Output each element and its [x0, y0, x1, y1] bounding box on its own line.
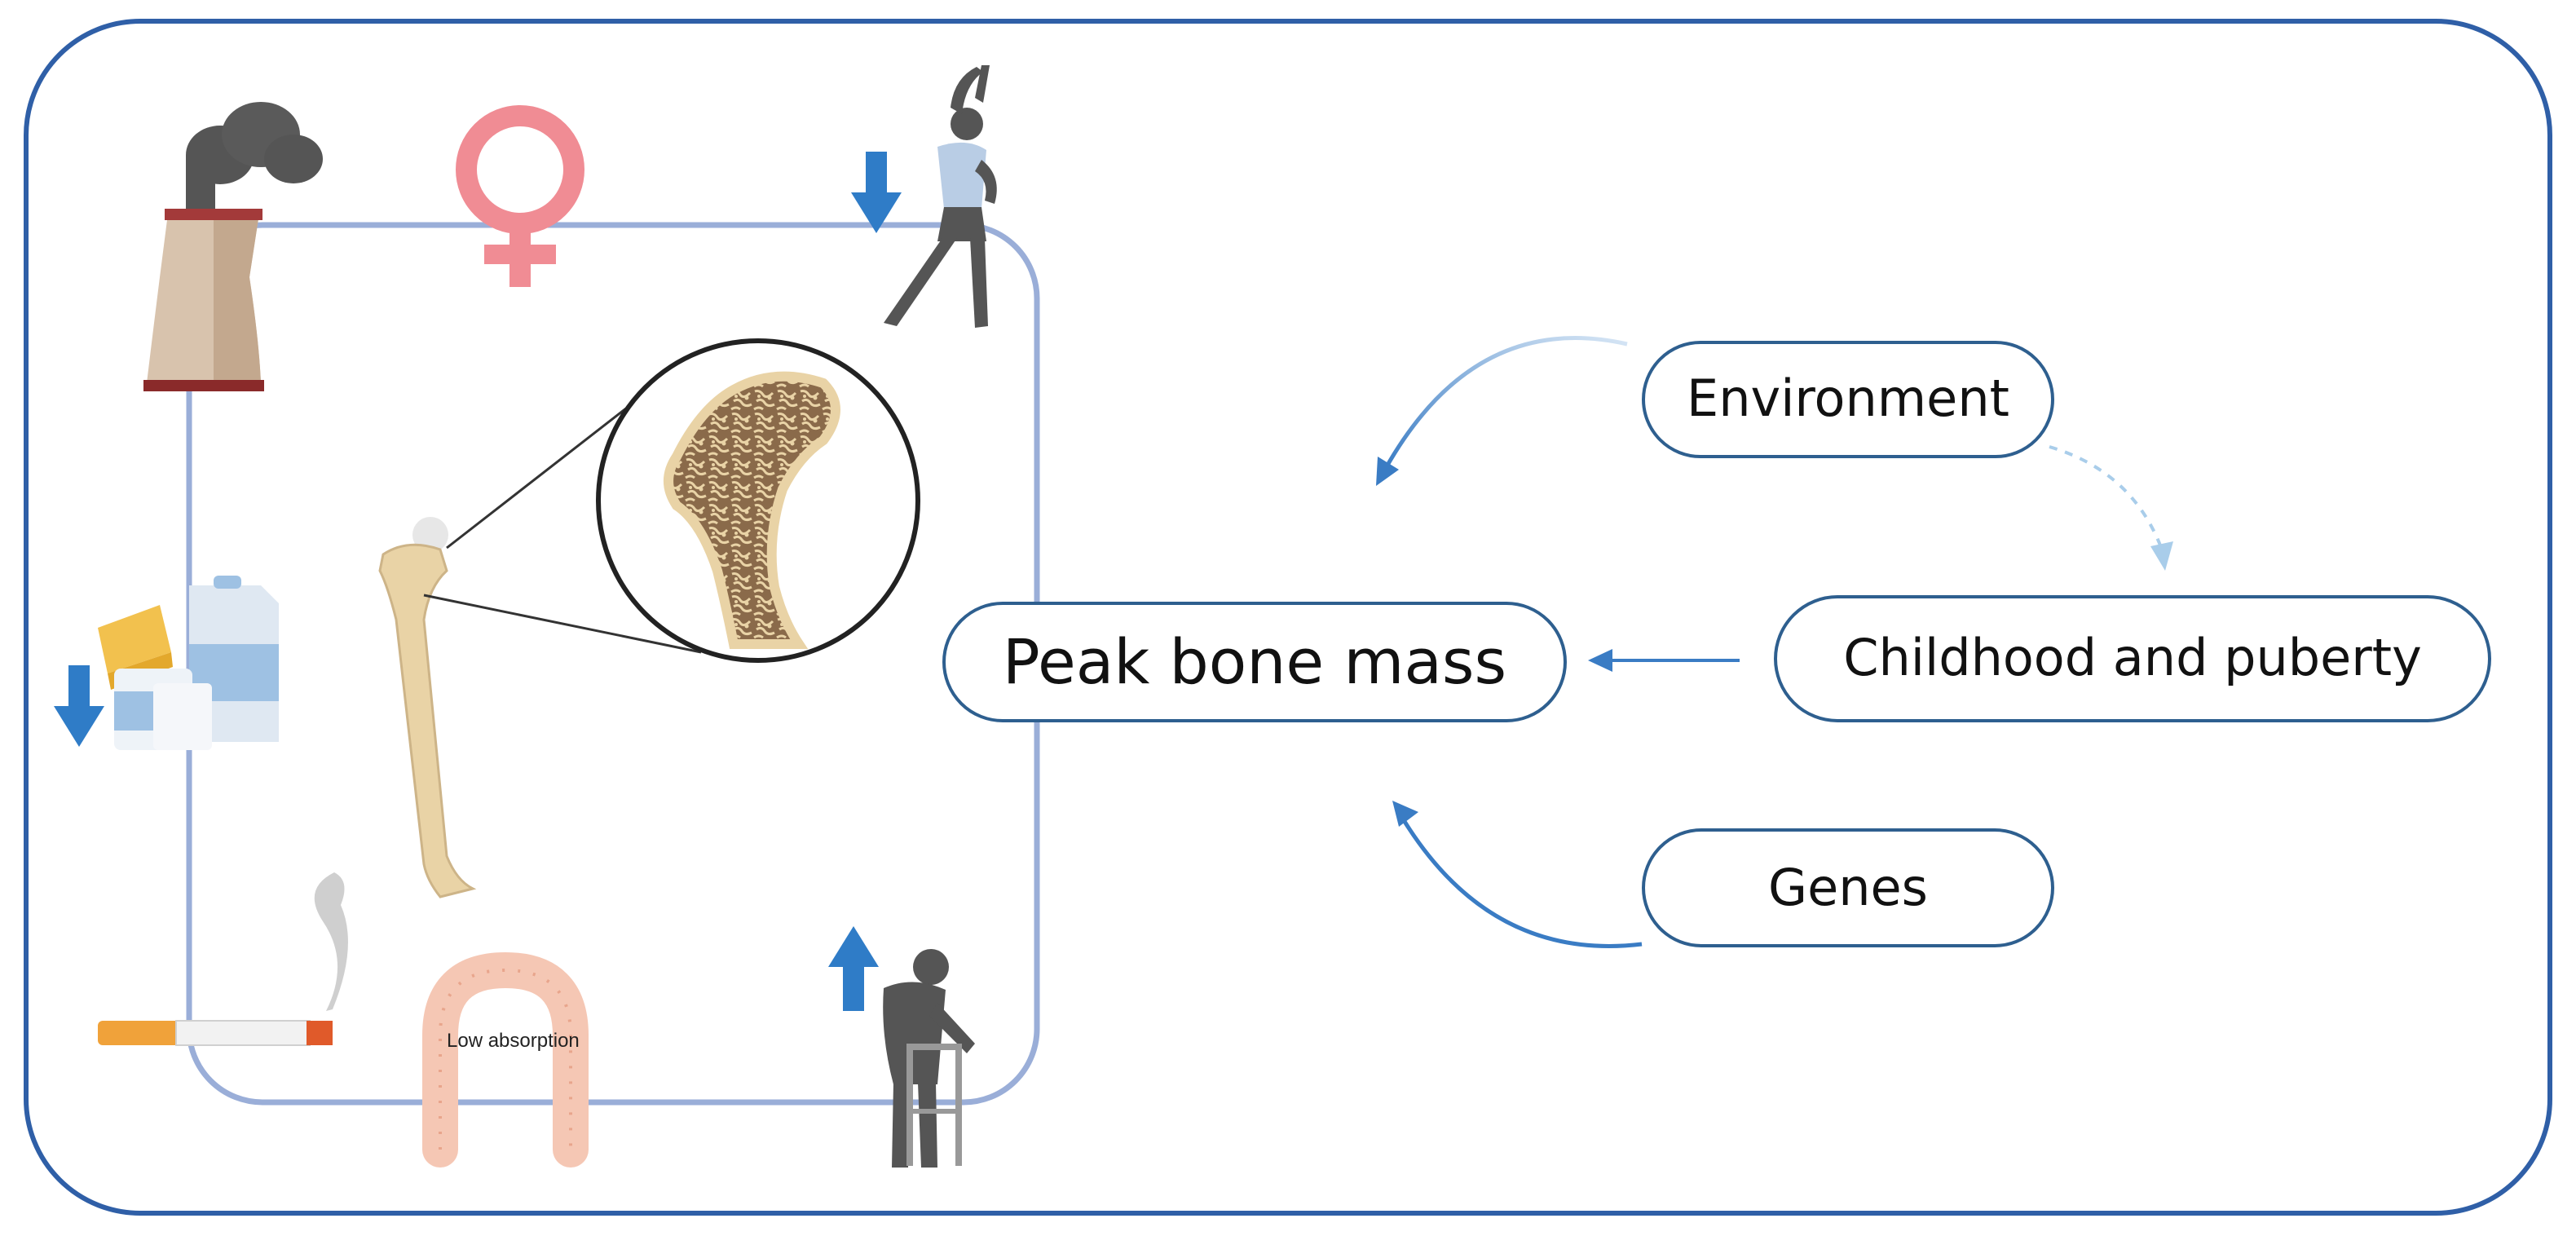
node-childhood-puberty-label: Childhood and puberty [1843, 628, 2422, 687]
femur-bone-icon [378, 517, 477, 898]
node-environment [1642, 341, 2054, 458]
node-genes [1642, 828, 2054, 947]
node-genes-label: Genes [1768, 858, 1928, 917]
factors-loop [186, 222, 1040, 1106]
dairy-products-icon [98, 576, 279, 750]
arrow-genes-to-peak [1401, 819, 1643, 948]
trabecular-bone-zoom-icon [596, 338, 920, 663]
exercising-woman-icon [884, 65, 997, 328]
arrowhead-genes [1392, 801, 1418, 827]
arrow-environment-to-childhood [2049, 445, 2164, 550]
node-childhood-puberty [1774, 595, 2491, 722]
elderly-walker-icon [883, 949, 975, 1168]
node-peak-bone-mass [942, 602, 1567, 722]
cigarette-icon [98, 872, 348, 1046]
zoom-line-bottom [423, 594, 702, 654]
arrow-environment-to-peak [1383, 336, 1628, 470]
dairy-decrease-arrow-icon [54, 665, 104, 747]
node-environment-label: Environment [1687, 369, 2009, 428]
exercise-decrease-arrow-icon [851, 152, 902, 233]
elderly-increase-arrow-icon [828, 926, 879, 1011]
factory-smoke-icon [143, 102, 323, 391]
arrowhead-childhood [2150, 541, 2173, 571]
arrowhead-environment [1376, 457, 1399, 486]
absorption-label: Low absorption [447, 1030, 580, 1052]
node-peak-bone-mass-label: Peak bone mass [1003, 625, 1506, 698]
outer-frame [24, 19, 2552, 1216]
zoom-line-top [446, 386, 653, 550]
arrowhead-peak-from-childhood [1588, 649, 1612, 672]
intestine-villus-icon [422, 951, 589, 1168]
female-symbol-icon [456, 105, 584, 287]
